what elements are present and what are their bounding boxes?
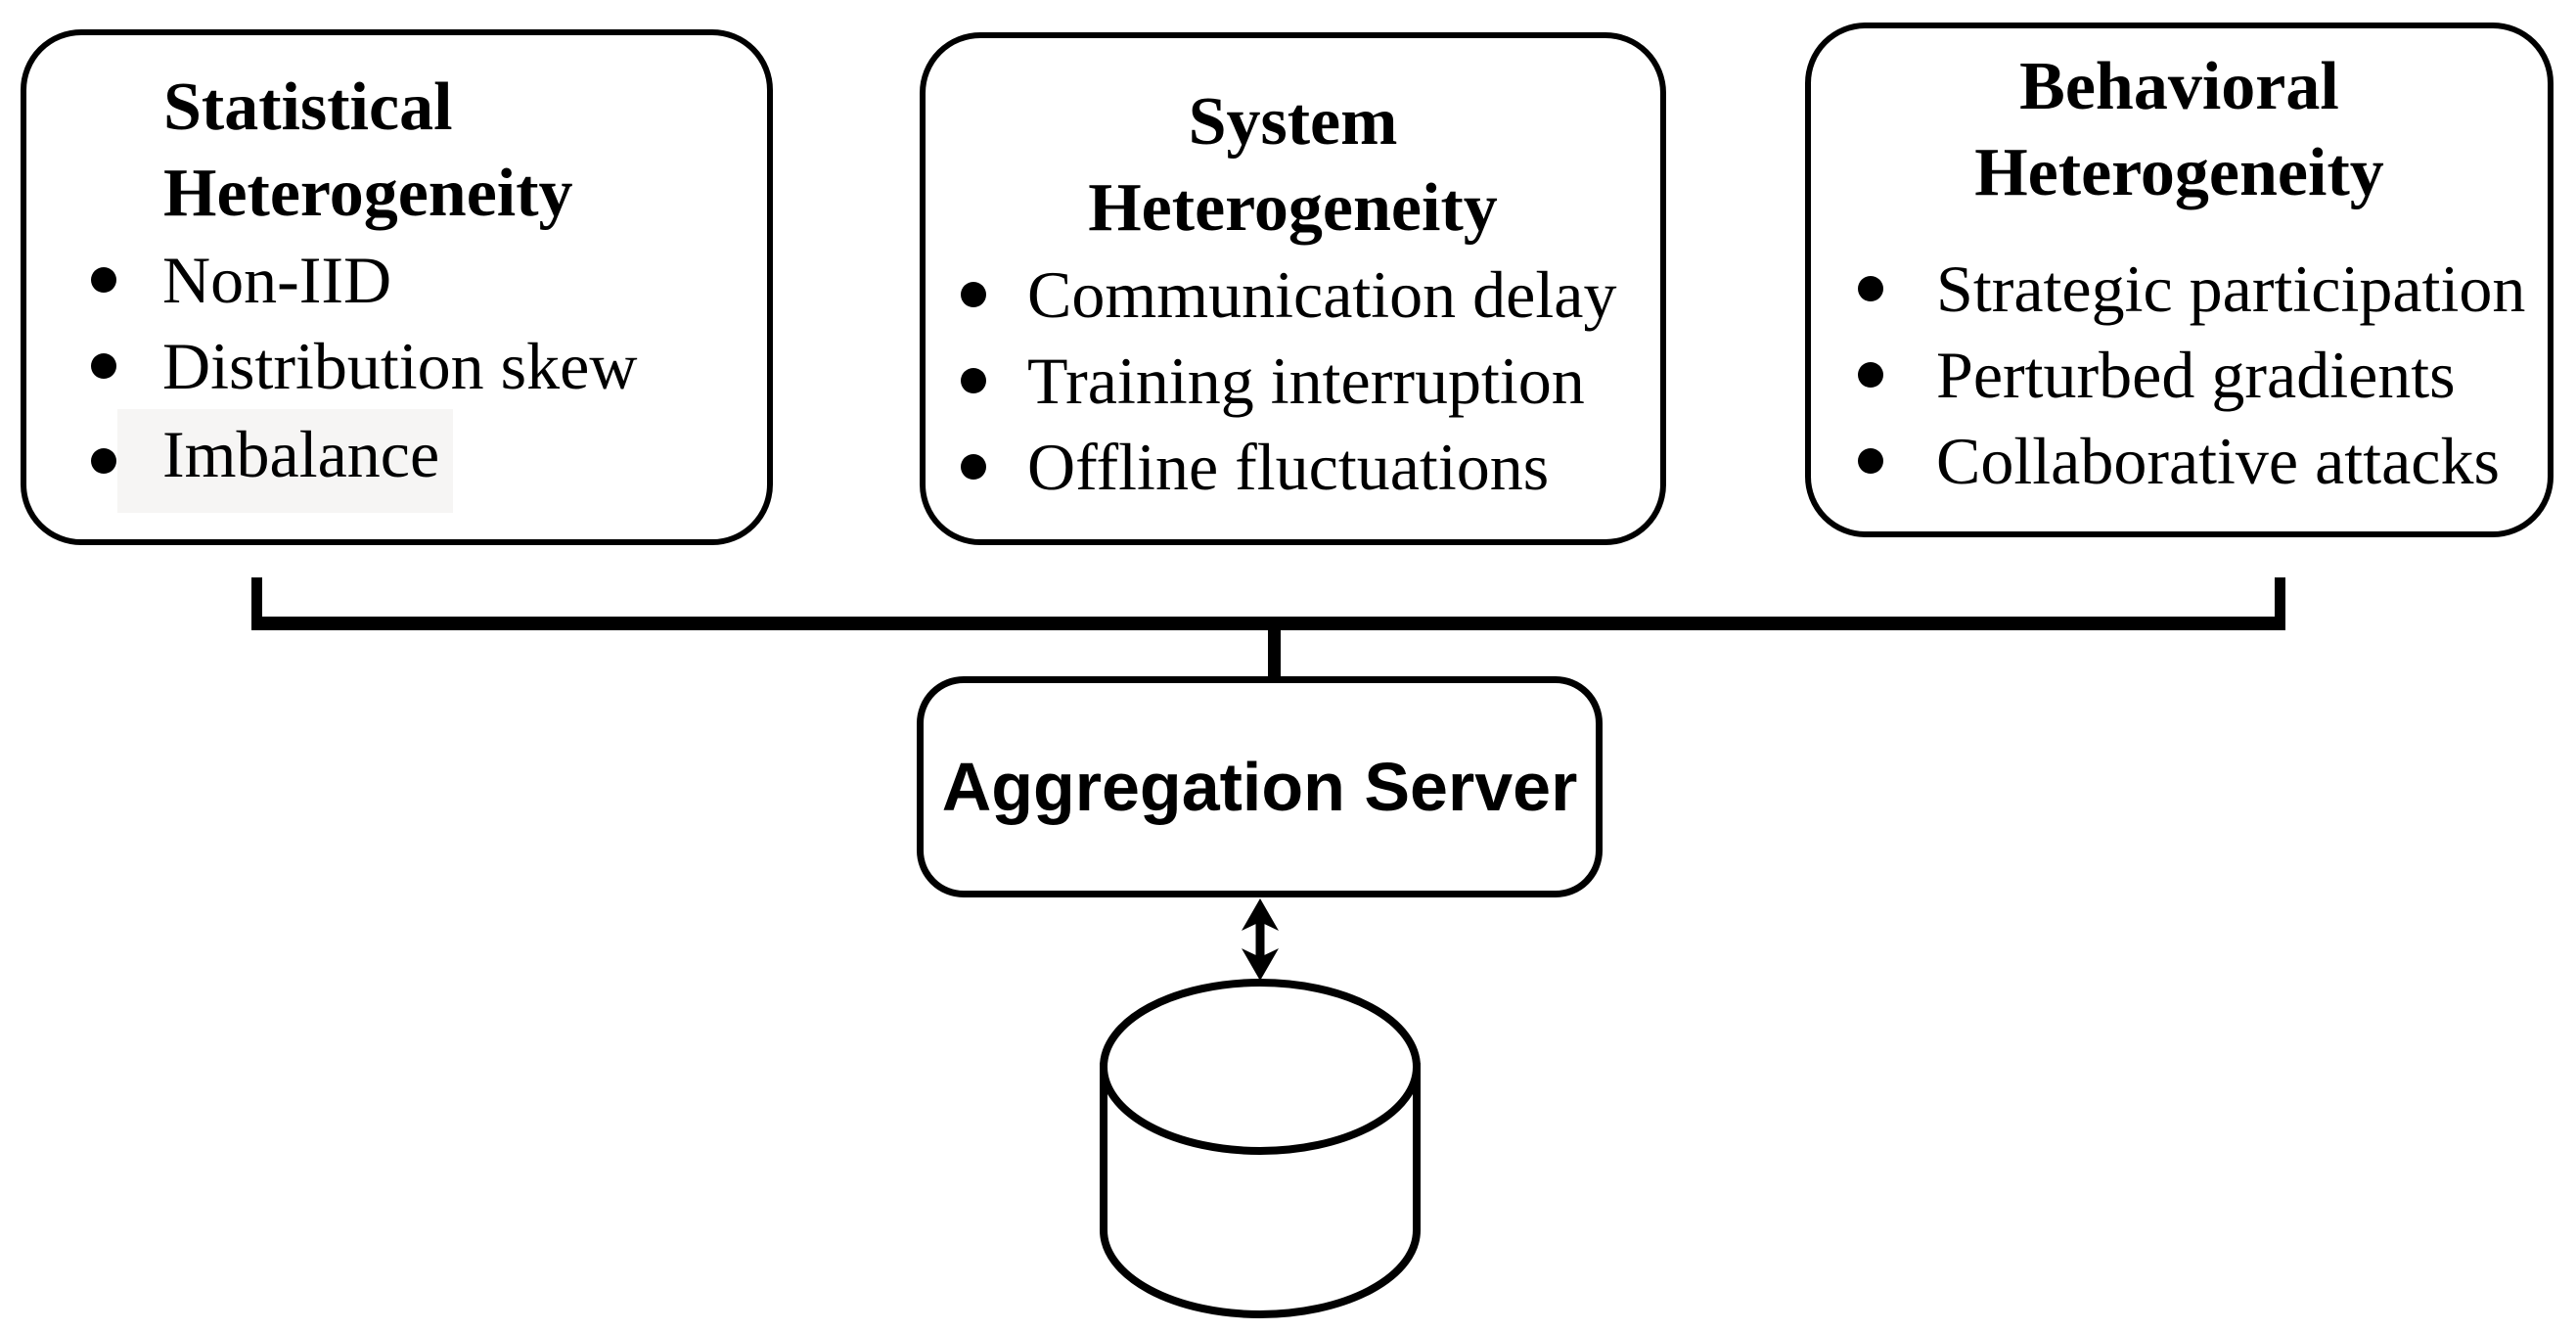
bullet-text: Perturbed gradients [1936, 338, 2456, 412]
list-item: Non-IID [91, 237, 767, 323]
bullet-text-highlighted: Imbalance [117, 409, 454, 513]
box-title-line1: Behavioral [2019, 49, 2339, 124]
bullet-icon [961, 454, 986, 480]
bullet-icon [91, 448, 116, 474]
bracket-right-tick [2275, 577, 2285, 630]
aggregation-server-box: Aggregation Server [917, 676, 1603, 897]
bullet-icon [91, 267, 116, 293]
bullet-icon [961, 368, 986, 393]
bullet-text: Non-IID [162, 243, 392, 317]
box-title-line2: Heterogeneity [163, 156, 573, 231]
box-title-line2: Heterogeneity [1088, 170, 1498, 246]
list-item: Offline fluctuations [961, 424, 1660, 510]
behavioral-heterogeneity-box: Behavioral Heterogeneity Strategic parti… [1805, 23, 2553, 537]
box-title-statistical: Statistical Heterogeneity [26, 35, 767, 237]
bullet-icon [91, 353, 116, 379]
bracket-left-tick [251, 577, 262, 630]
list-item: Communication delay [961, 252, 1660, 338]
database-cylinder-icon [1100, 979, 1421, 1318]
bullet-text: Offline fluctuations [1027, 430, 1550, 504]
aggregation-server-label: Aggregation Server [941, 749, 1578, 825]
bullet-text: Strategic participation [1936, 252, 2526, 326]
box-title-behavioral: Behavioral Heterogeneity [1811, 28, 2548, 216]
bullet-text: Distribution skew [162, 329, 638, 403]
box-title-system: System Heterogeneity [926, 38, 1660, 252]
bullet-icon [1858, 276, 1883, 301]
bullet-list-behavioral: Strategic participation Perturbed gradie… [1811, 246, 2548, 504]
bullet-icon [1858, 362, 1883, 388]
bullet-icon [961, 282, 986, 307]
list-item: Training interruption [961, 338, 1660, 424]
box-title-line1: System [1188, 84, 1398, 160]
bullet-icon [1858, 448, 1883, 474]
bullet-list-system: Communication delay Training interruptio… [926, 252, 1660, 510]
list-item: Collaborative attacks [1858, 418, 2548, 504]
list-item: Imbalance [91, 409, 767, 513]
box-title-line2: Heterogeneity [1974, 135, 2384, 210]
statistical-heterogeneity-box: Statistical Heterogeneity Non-IID Distri… [21, 29, 773, 545]
list-item: Perturbed gradients [1858, 332, 2548, 418]
list-item: Distribution skew [91, 323, 767, 409]
box-title-line1: Statistical [163, 69, 453, 145]
bullet-text: Communication delay [1027, 257, 1617, 332]
bracket-stem [1268, 630, 1281, 676]
bullet-list-statistical: Non-IID Distribution skew Imbalance [26, 237, 767, 513]
list-item: Strategic participation [1858, 246, 2548, 332]
bracket-bar [251, 617, 2285, 630]
system-heterogeneity-box: System Heterogeneity Communication delay… [920, 32, 1666, 545]
bullet-text: Collaborative attacks [1936, 424, 2500, 498]
bullet-text: Training interruption [1027, 344, 1585, 418]
double-headed-arrow-icon [1242, 898, 1279, 981]
